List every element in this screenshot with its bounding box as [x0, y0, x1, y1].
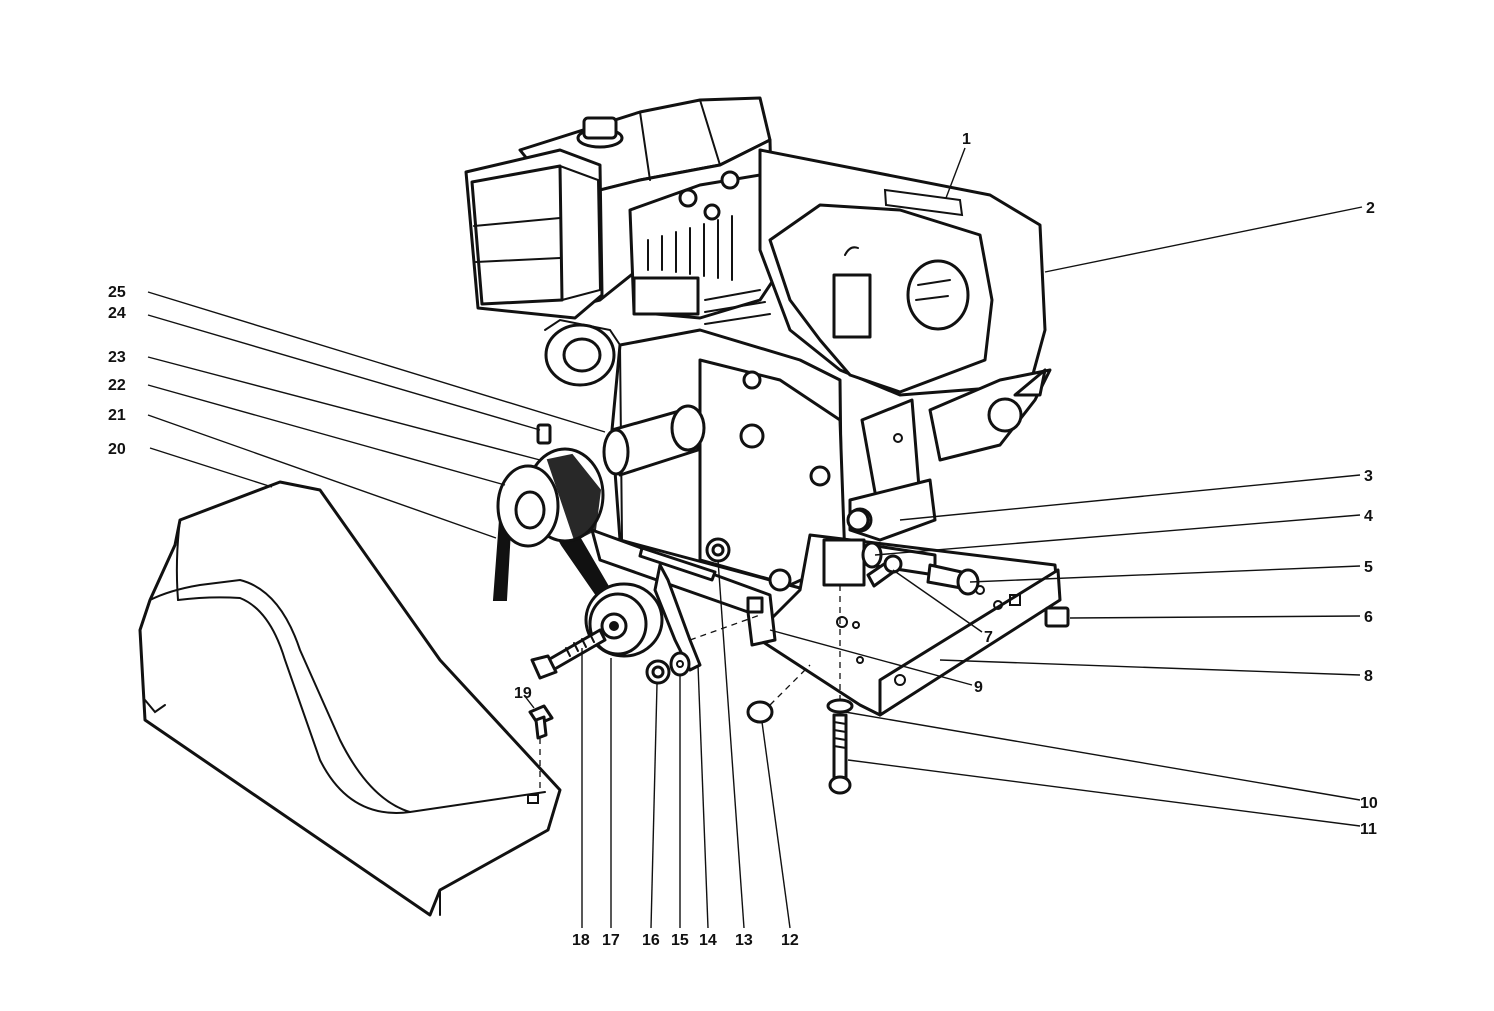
blower-housing: [758, 148, 1047, 397]
callout-14: 14: [699, 932, 717, 949]
callout-13: 13: [735, 932, 753, 949]
carburetor: [544, 318, 621, 387]
part-5-bolt: [926, 563, 980, 596]
callout-16: 16: [642, 932, 660, 949]
part-7-screw: [866, 554, 903, 588]
callout-8: 8: [1364, 668, 1373, 685]
callout-15: 15: [671, 932, 689, 949]
callout-25: 25: [108, 284, 126, 301]
callout-24: 24: [108, 305, 126, 322]
callout-6: 6: [1364, 609, 1373, 626]
crankcase: [610, 328, 847, 592]
part-13-nut: [705, 537, 731, 563]
callout-12: 12: [781, 932, 799, 949]
callout-23: 23: [108, 349, 126, 366]
callout-5: 5: [1364, 559, 1373, 576]
part-11-bolt: [828, 713, 852, 795]
callout-11: 11: [1360, 821, 1377, 838]
callout-labels: 1 2 3 4 5 6 7 8 9 10 11 12 13 14 15 16 1…: [108, 131, 1378, 949]
idler-arm-bracket: [590, 528, 777, 672]
engine-assembly: [464, 96, 1052, 592]
part-25-key: [536, 423, 552, 445]
assembly-lines: [539, 585, 841, 792]
engine-base-plate: [758, 533, 1062, 717]
callout-1: 1: [962, 131, 971, 148]
callout-18: 18: [572, 932, 590, 949]
part-15-washer: [669, 651, 691, 677]
callout-4: 4: [1364, 508, 1373, 525]
part-12-screw: [746, 700, 774, 724]
crankshaft: [602, 404, 706, 477]
callout-21: 21: [108, 407, 126, 424]
air-cleaner: [464, 148, 604, 320]
engine-pulley: [496, 447, 605, 548]
callout-9: 9: [974, 679, 983, 696]
callout-10: 10: [1360, 795, 1378, 812]
belt-cover: [138, 480, 562, 917]
part-18-bolt: [530, 628, 607, 680]
callout-20: 20: [108, 441, 126, 458]
leader-lines: [147, 147, 1363, 929]
callout-19: 19: [514, 685, 532, 702]
callout-22: 22: [108, 377, 126, 394]
cylinder-head: [628, 168, 802, 325]
callout-17: 17: [602, 932, 620, 949]
part-19-bolt: [528, 704, 554, 740]
part-10-washer: [826, 698, 854, 714]
callout-7: 7: [984, 629, 993, 646]
part-16-nut: [645, 659, 671, 685]
control-bracket: [847, 368, 1052, 542]
callout-2: 2: [1366, 200, 1375, 217]
callout-3: 3: [1364, 468, 1373, 485]
part-6-clip: [1044, 606, 1070, 628]
